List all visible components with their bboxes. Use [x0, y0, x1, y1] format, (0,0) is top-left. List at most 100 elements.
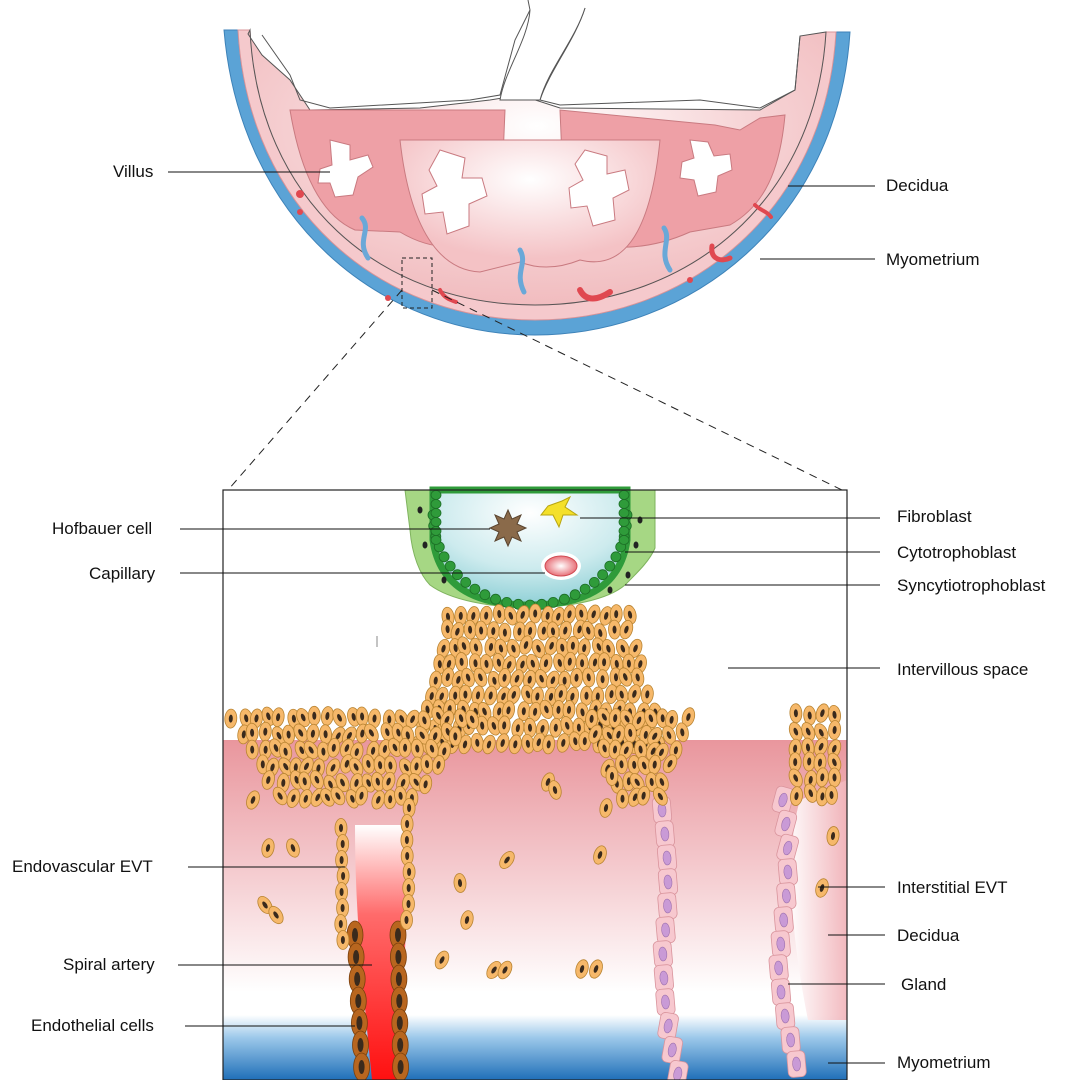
cytotrophoblast-cell	[619, 491, 629, 500]
umbilical-cord	[500, 8, 585, 100]
cytotrophoblast-cell	[580, 584, 590, 594]
cytotrophoblast-cell	[439, 552, 449, 562]
cytotrophoblast-cell	[502, 597, 512, 607]
cytotrophoblast-column-cell	[598, 652, 611, 671]
cytotrophoblast-cell	[570, 590, 580, 600]
gland-epithelium-right	[769, 954, 789, 981]
evt-cell-nucleus	[405, 836, 409, 844]
cytotrophoblast-cell	[491, 594, 501, 604]
evt-cell-nucleus	[339, 920, 343, 928]
cytotrophoblast-cell	[619, 500, 629, 509]
cytotrophoblast-cell	[431, 527, 441, 536]
villus-label: Villus	[113, 162, 153, 182]
trophoblast-shell-cell	[449, 727, 461, 746]
gland-epithelium-left	[655, 916, 675, 943]
gland-epithelium-right	[774, 906, 794, 933]
evt-cell-nucleus	[341, 840, 345, 848]
evt-cell-nucleus	[387, 715, 391, 723]
evt-cell-nucleus	[340, 888, 344, 896]
cytotrophoblast-cell	[619, 509, 629, 518]
endothelial-cell-nucleus	[396, 994, 402, 1008]
evt-cell-nucleus	[341, 872, 345, 880]
evt-cell-nucleus	[407, 900, 411, 908]
syncytio-nucleus	[418, 507, 423, 514]
syncytiotrophoblast-label: Syncytiotrophoblast	[897, 576, 1045, 596]
cytotrophoblast-cell	[548, 597, 558, 607]
decidua-label-upper: Decidua	[886, 176, 948, 196]
endothelial-cell-nucleus	[396, 972, 402, 986]
gland-epithelium-right	[771, 978, 791, 1005]
gland-epithelium-right	[771, 930, 791, 957]
cytotrophoblast-cell	[431, 509, 441, 518]
gland-epithelium-left	[658, 868, 678, 895]
syncytio-nucleus	[626, 572, 631, 579]
endothelial-cells-label: Endothelial cells	[31, 1016, 154, 1036]
endovascular-evt-cell	[337, 931, 349, 950]
cytotrophoblast-label: Cytotrophoblast	[897, 543, 1016, 563]
vessel-dot	[385, 295, 391, 301]
gland-epithelium-left	[657, 844, 677, 871]
interstitial-evt-cell	[606, 766, 618, 785]
syncytio-nucleus	[423, 542, 428, 549]
evt-cell-nucleus	[463, 691, 467, 699]
cytotrophoblast-cell	[619, 518, 629, 527]
endothelial-cell-nucleus	[354, 972, 360, 986]
syncytio-nucleus	[608, 587, 613, 594]
evt-cell-nucleus	[621, 795, 625, 803]
cytotrophoblast-cell	[589, 577, 599, 587]
endovascular-evt-label: Endovascular EVT	[12, 857, 153, 877]
cytotrophoblast-column-cell	[529, 604, 541, 623]
hofbauer-cell-label: Hofbauer cell	[52, 519, 152, 539]
endothelial-cell-nucleus	[353, 950, 359, 964]
cytotrophoblast-cell	[452, 570, 462, 580]
cytotrophoblast-cell	[598, 570, 608, 580]
cytotrophoblast-cell	[559, 594, 569, 604]
vessel-dot	[687, 277, 693, 283]
gland-epithelium-right	[776, 882, 796, 909]
endothelial-cell-nucleus	[395, 950, 401, 964]
evt-cell-nucleus	[340, 856, 344, 864]
villus-core	[433, 490, 627, 605]
cytotrophoblast-cell	[431, 500, 441, 509]
cytotrophoblast-cell	[480, 590, 490, 600]
gland-epithelium-left	[655, 988, 675, 1015]
endothelial-cell-nucleus	[358, 1038, 364, 1052]
endothelial-cell-nucleus	[397, 1038, 403, 1052]
vessel-dot	[296, 190, 304, 198]
placenta-overview	[224, 0, 850, 335]
vessel-dot	[297, 209, 303, 215]
cytotrophoblast-column-cell	[596, 670, 608, 689]
cytotrophoblast-cell	[470, 584, 480, 594]
myometrium-label-upper: Myometrium	[886, 250, 980, 270]
decidua-label-lower: Decidua	[897, 926, 959, 946]
cytotrophoblast-cell	[445, 561, 455, 571]
gland-epithelium-right	[781, 1026, 801, 1053]
hofbauer-cell	[490, 510, 526, 546]
gland-epithelium-right	[775, 1002, 795, 1029]
cytotrophoblast-cell	[619, 527, 629, 536]
zoom-line-left	[228, 290, 402, 490]
endothelial-cell-nucleus	[395, 928, 401, 942]
gland-epithelium-left	[654, 964, 674, 991]
endothelial-cell	[393, 1053, 409, 1080]
evt-cell-nucleus	[407, 804, 411, 812]
endovascular-evt-cell	[401, 911, 413, 930]
evt-cell-nucleus	[407, 868, 411, 876]
gland-epithelium-right	[778, 858, 798, 885]
trophoblast-shell-cell	[246, 740, 259, 759]
cytotrophoblast-cell	[431, 536, 441, 545]
evt-cell-nucleus	[341, 904, 345, 912]
myometrium-label-lower: Myometrium	[897, 1053, 991, 1073]
evt-cell-nucleus	[405, 852, 409, 860]
endothelial-cell-nucleus	[398, 1060, 404, 1074]
endothelial-cell-nucleus	[356, 1016, 362, 1030]
evt-cell-nucleus	[407, 884, 411, 892]
trophoblast-shell-cell	[617, 789, 629, 808]
capillary-label: Capillary	[89, 564, 155, 584]
cytotrophoblast-cell	[461, 577, 471, 587]
endothelial-cell	[354, 1053, 370, 1080]
evt-cell-nucleus	[405, 916, 409, 924]
cytotrophoblast-cell	[619, 536, 629, 545]
spiral-artery-label: Spiral artery	[63, 955, 155, 975]
